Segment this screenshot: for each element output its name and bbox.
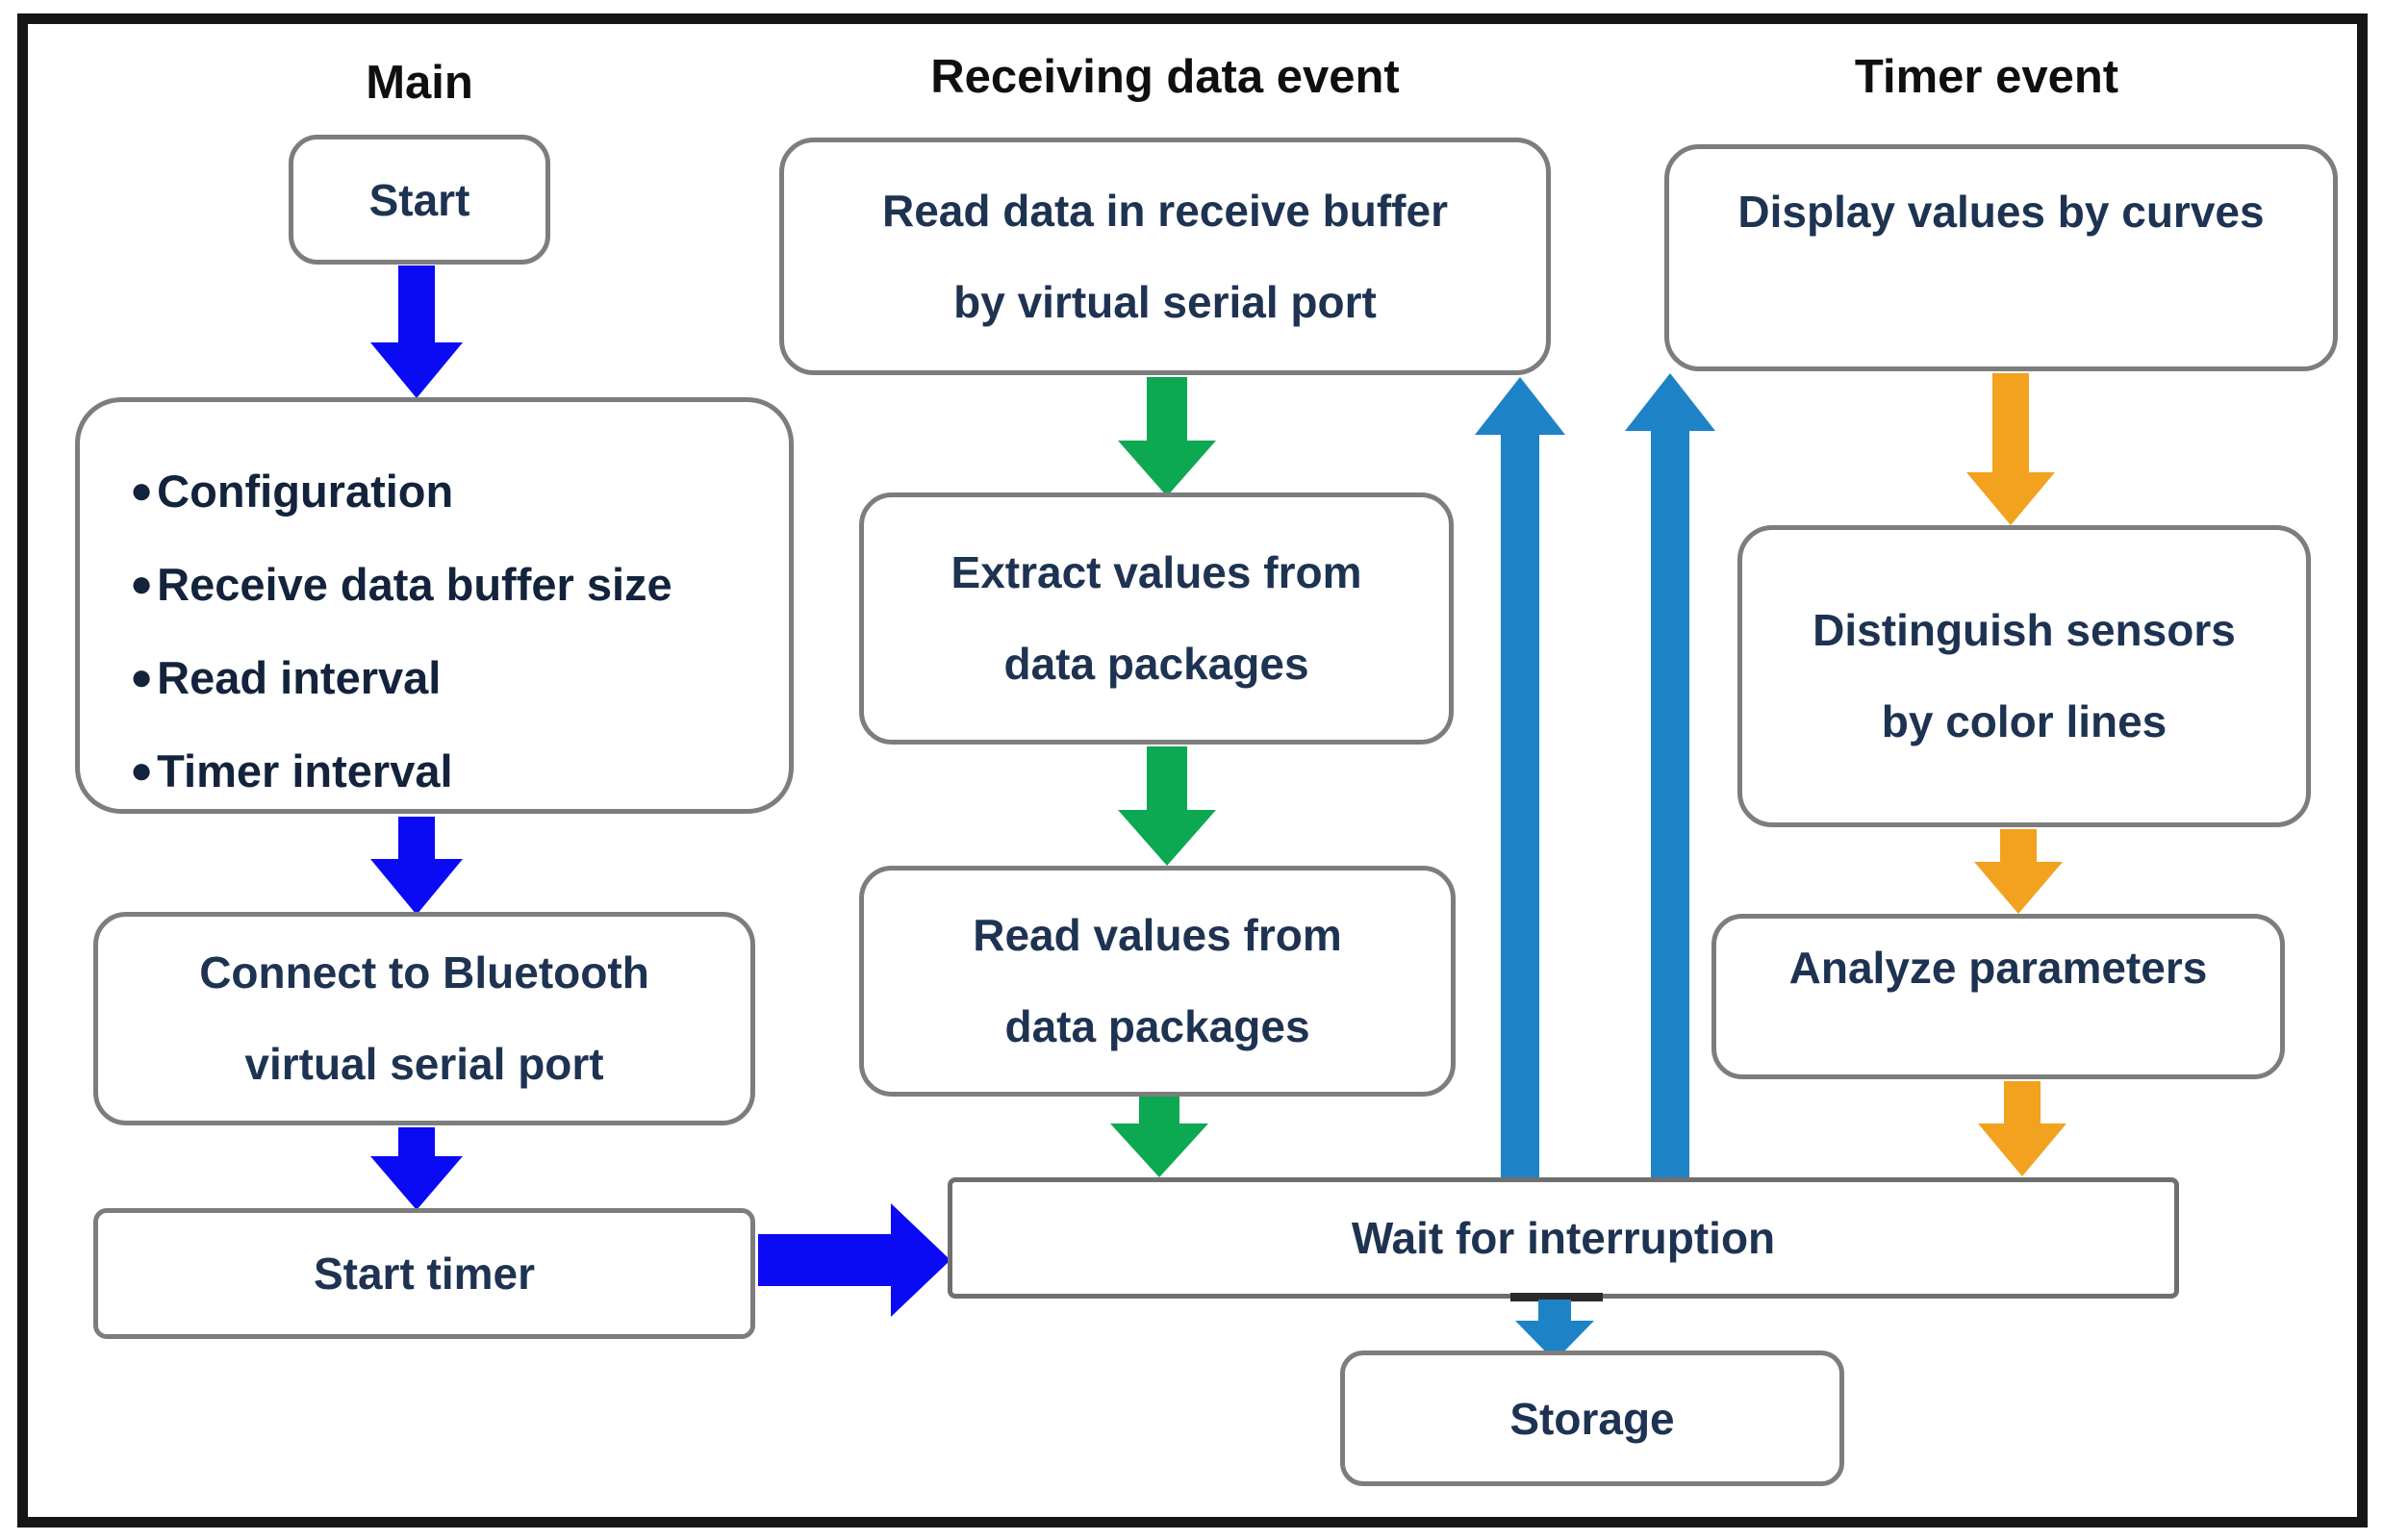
box-analyze-parameters: Analyze parameters (1711, 914, 2285, 1079)
config-item-label: Read interval (157, 652, 442, 703)
list-item: ● Receive data buffer size (130, 538, 770, 631)
arrow-head-down (1118, 441, 1216, 496)
box-storage: Storage (1340, 1351, 1844, 1486)
box-extract-line1: Extract values from (951, 547, 1362, 597)
arrow-head-down (370, 1156, 463, 1210)
box-read-values: Read values from data packages (859, 866, 1456, 1097)
config-item-label: Configuration (157, 466, 454, 517)
box-start-timer: Start timer (93, 1208, 755, 1339)
box-connect-bluetooth: Connect to Bluetooth virtual serial port (93, 912, 755, 1125)
arrow-shaft (2000, 829, 2037, 864)
bullet-icon: ● (130, 469, 154, 512)
arrow-head-down (1978, 1123, 2066, 1176)
box-storage-label: Storage (1509, 1393, 1675, 1444)
list-item: ● Configuration (130, 444, 770, 538)
bullet-icon: ● (130, 749, 154, 792)
heading-timer-event: Timer event (1854, 51, 2119, 103)
connector-stub (1510, 1293, 1603, 1301)
arrow-head-down (1110, 1123, 1208, 1177)
arrow-head-down (1974, 862, 2063, 914)
arrow-head-down (370, 342, 463, 398)
arrow-shaft (1992, 373, 2029, 474)
heading-receiving-data-event: Receiving data event (930, 51, 1400, 103)
arrow-shaft (398, 1127, 435, 1160)
config-item-label: Receive data buffer size (157, 559, 672, 610)
box-extract-line2: data packages (1003, 639, 1309, 689)
arrow-head-down (1118, 810, 1216, 866)
list-item: ● Read interval (130, 631, 770, 724)
box-read-buffer-line2: by virtual serial port (953, 276, 1377, 327)
box-connect-line2: virtual serial port (244, 1039, 604, 1089)
box-analyze-label: Analyze parameters (1788, 943, 2208, 993)
bullet-icon: ● (130, 563, 154, 605)
arrow-shaft (1501, 431, 1539, 1177)
arrow-shaft (1651, 427, 1689, 1177)
box-read-values-line1: Read values from (973, 910, 1342, 960)
box-start: Start (289, 135, 550, 265)
box-display-curves-label: Display values by curves (1737, 187, 2265, 237)
arrow-shaft (1147, 746, 1187, 812)
box-distinguish-sensors: Distinguish sensors by color lines (1737, 525, 2311, 827)
arrow-head-up (1475, 377, 1565, 435)
arrow-head-down (370, 859, 463, 915)
arrow-shaft (398, 817, 435, 861)
box-start-label: Start (368, 174, 470, 225)
box-read-buffer: Read data in receive buffer by virtual s… (779, 138, 1551, 375)
box-start-timer-label: Start timer (313, 1249, 536, 1299)
box-distinguish-line1: Distinguish sensors (1813, 605, 2236, 655)
arrow-shaft (398, 265, 435, 344)
box-distinguish-line2: by color lines (1881, 696, 2168, 746)
heading-main: Main (366, 57, 473, 109)
box-read-buffer-line1: Read data in receive buffer (882, 185, 1448, 236)
box-wait-label: Wait for interruption (1351, 1213, 1776, 1263)
box-configuration-list: ● Configuration ● Receive data buffer si… (75, 397, 794, 814)
box-display-curves: Display values by curves (1664, 144, 2338, 371)
arrow-shaft (2004, 1081, 2041, 1125)
arrow-shaft (1139, 1097, 1179, 1127)
arrow-head-down (1966, 472, 2055, 525)
bullet-icon: ● (130, 656, 154, 698)
box-wait-for-interruption: Wait for interruption (948, 1177, 2179, 1299)
box-connect-line1: Connect to Bluetooth (199, 947, 649, 997)
arrow-shaft (758, 1234, 893, 1286)
arrow-head-right (891, 1203, 951, 1317)
box-read-values-line2: data packages (1004, 1001, 1310, 1051)
config-item-label: Timer interval (157, 745, 453, 796)
box-extract-values: Extract values from data packages (859, 492, 1454, 745)
arrow-shaft (1538, 1300, 1571, 1325)
arrow-head-up (1625, 373, 1715, 431)
arrow-shaft (1147, 377, 1187, 444)
list-item: ● Timer interval (130, 724, 770, 818)
